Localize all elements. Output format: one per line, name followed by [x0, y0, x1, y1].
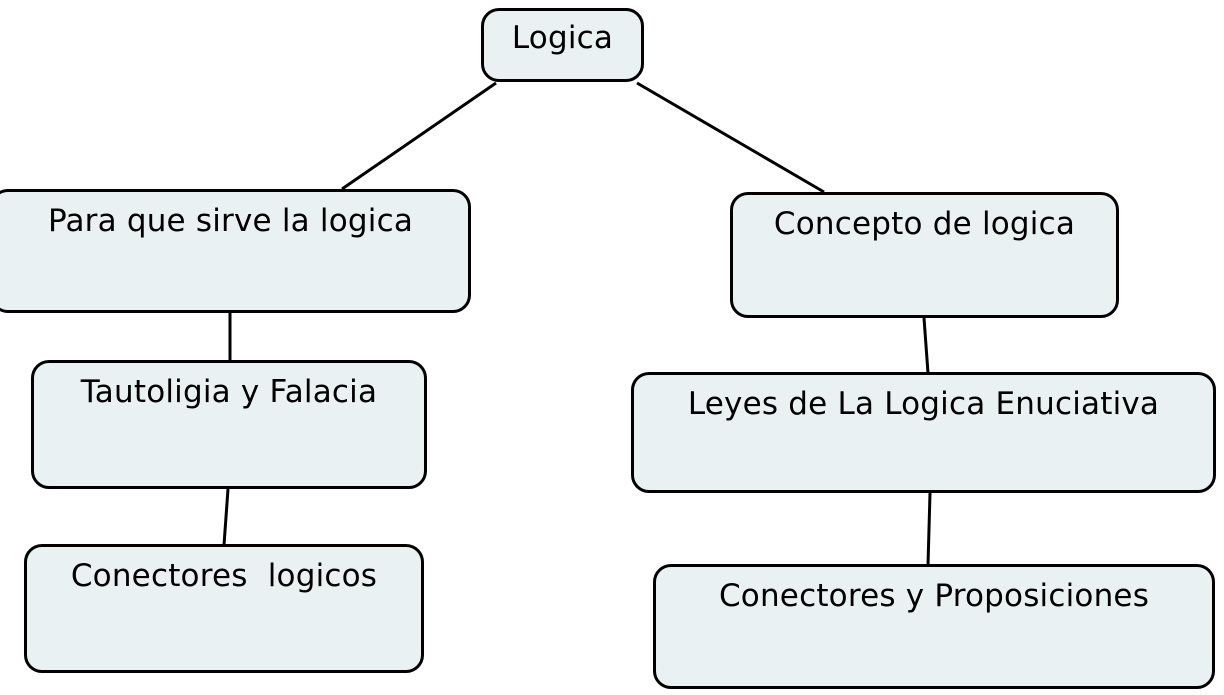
node-logica-label: Logica — [511, 20, 614, 56]
node-conectores-logicos-label: Conectores logicos — [70, 558, 378, 594]
node-conectores-y-proposiciones-label: Conectores y Proposiciones — [718, 578, 1150, 614]
node-conectores-logicos[interactable]: Conectores logicos — [24, 544, 424, 673]
node-logica[interactable]: Logica — [481, 8, 644, 82]
node-tautoligia-y-falacia-label: Tautoligia y Falacia — [80, 374, 378, 410]
node-concepto-de-logica-label: Concepto de logica — [773, 206, 1076, 242]
edge-concepto-de-logica-to-leyes — [922, 317, 930, 374]
node-para-que-sirve-la-logica-label: Para que sirve la logica — [47, 203, 414, 239]
node-leyes-de-la-logica-enuciativa[interactable]: Leyes de La Logica Enuciativa — [631, 372, 1216, 493]
node-tautoligia-y-falacia[interactable]: Tautoligia y Falacia — [31, 360, 427, 489]
edge-leyes-to-conectores-proposiciones — [926, 492, 932, 566]
node-leyes-de-la-logica-enuciativa-label: Leyes de La Logica Enuciativa — [687, 386, 1160, 422]
node-concepto-de-logica[interactable]: Concepto de logica — [730, 192, 1119, 318]
edge-root-to-concepto-de-logica — [636, 81, 825, 194]
node-conectores-y-proposiciones[interactable]: Conectores y Proposiciones — [653, 564, 1215, 689]
edge-tautoligia-falacia-to-conectores-logicos — [222, 488, 230, 546]
edge-root-to-para-que-sirve — [341, 81, 497, 191]
node-para-que-sirve-la-logica[interactable]: Para que sirve la logica — [0, 189, 471, 313]
